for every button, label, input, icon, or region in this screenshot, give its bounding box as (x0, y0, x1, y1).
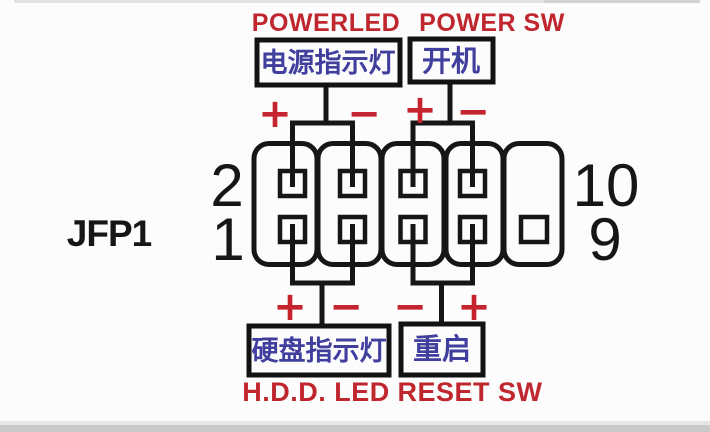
reset-sw-cn-box (398, 321, 486, 378)
hdd-led-cn-label: 硬盘指示灯 (252, 335, 387, 367)
power-sw-label: POWER SW (419, 9, 565, 37)
connector-name-label: JFP1 (67, 213, 152, 254)
header-slot-1 (251, 141, 320, 267)
bottom-strip-light (0, 421, 710, 425)
pin-number-bottom-right: 9 (588, 206, 621, 273)
power-sw-plus-sign: + (403, 87, 437, 133)
hdd-led-minus-sign: − (329, 284, 363, 330)
reset-sw-label: RESET SW (397, 377, 542, 407)
reset-sw-cn-label: 重启 (413, 332, 471, 366)
pin-number-top-left: 2 (210, 152, 243, 219)
top-edge-artifact-dark (544, 0, 700, 3)
power-led-label: POWERLED (252, 9, 400, 37)
hdd-led-plus-sign: + (273, 284, 307, 330)
power-led-minus-sign: − (347, 91, 381, 137)
header-slot-5 (501, 141, 565, 267)
bottom-strip (0, 425, 710, 432)
power-led-cn-box (254, 37, 403, 88)
power-sw-cn-box (407, 36, 496, 85)
pin-9 (518, 214, 550, 245)
power-led-cn-label: 电源指示灯 (261, 48, 396, 79)
power-sw-cn-label: 开机 (422, 44, 480, 78)
pin-number-bottom-left: 1 (211, 206, 244, 273)
power-sw-fork (410, 120, 475, 187)
power-led-plus-sign: + (258, 91, 292, 137)
power-sw-minus-sign: − (456, 89, 490, 135)
top-edge-artifact (14, 0, 544, 3)
hdd-led-label: H.D.D. LED (242, 377, 390, 407)
power-led-fork (290, 120, 355, 187)
pin-number-top-right: 10 (573, 152, 640, 219)
header-slot-2 (315, 141, 384, 267)
hdd-led-cn-box (246, 323, 392, 378)
